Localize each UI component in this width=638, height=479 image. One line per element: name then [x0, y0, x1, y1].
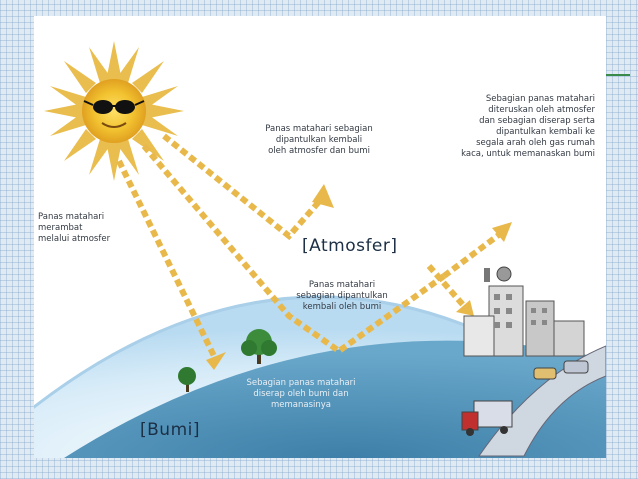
city-icon [461, 266, 606, 457]
label-bumi: [Bumi] [140, 420, 200, 440]
label-absorb: Sebagian panas matahari diserap oleh bum… [246, 378, 356, 410]
truck-icon [461, 400, 513, 436]
diagram-canvas [34, 41, 606, 458]
small-tree-icon [178, 367, 196, 392]
label-reflect-mid: Panas matahari sebagian dipantulkan kemb… [296, 280, 388, 312]
sunglasses-icon [83, 100, 145, 114]
label-sun-path: Panas matahari merambat melalui atmosfer [38, 212, 111, 244]
heat-arrows [116, 133, 506, 358]
car-icon [563, 360, 589, 374]
arrow-reflect-earth [141, 144, 446, 355]
label-right: Sebagian panas matahari diteruskan oleh … [461, 94, 595, 159]
arrow-reflect-atmosphere [162, 133, 327, 241]
arrow-heads [206, 184, 512, 370]
car-icon-2 [533, 367, 557, 380]
label-atmosfer: [Atmosfer] [302, 236, 398, 256]
arrow-to-city [426, 264, 467, 308]
greenhouse-diagram: Panas matahari merambat melalui atmosfer… [34, 16, 606, 458]
sun-icon [44, 41, 184, 181]
tree-icon [241, 329, 277, 364]
arrow-sun-to-earth [116, 159, 217, 358]
label-reflect-top: Panas matahari sebagian dipantulkan kemb… [265, 124, 373, 156]
arrow-to-atmosphere-right [442, 228, 506, 279]
